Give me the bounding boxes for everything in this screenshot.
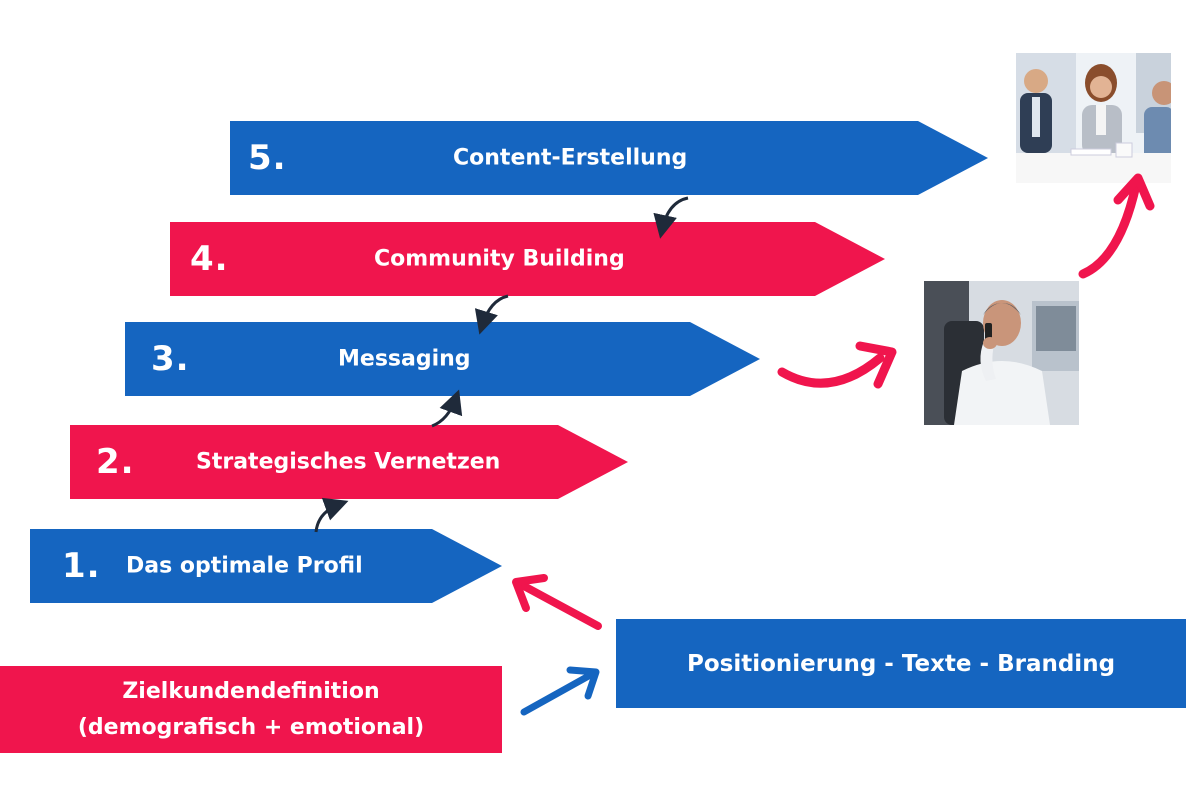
step-5-label: Content-Erstellung [453, 145, 688, 171]
step-5-number: 5. [248, 138, 287, 178]
step-2-number: 2. [96, 442, 135, 482]
positioning-label: Positionierung - Texte - Branding [686, 650, 1116, 677]
step-4-number: 4. [190, 239, 229, 279]
step-2-arrow: 2. Strategisches Vernetzen [70, 425, 628, 499]
step-3-label: Messaging [338, 346, 471, 372]
step-3-number: 3. [151, 339, 190, 379]
step-4-label: Community Building [374, 246, 625, 272]
step-1-number: 1. [62, 546, 101, 586]
target-customer-box: Zielkundendefinition (demografisch + emo… [0, 666, 502, 753]
step-1-label: Das optimale Profil [126, 553, 363, 579]
step-4-arrow: 4. Community Building [170, 222, 885, 296]
red-curve-arrow-up [1078, 173, 1155, 279]
curve-arrow-2-to-3 [431, 389, 463, 428]
target-customer-line2: (demografisch + emotional) [77, 714, 425, 740]
curve-arrow-1-to-2 [314, 497, 349, 533]
red-curve-arrow-messaging [777, 341, 897, 389]
positioning-box: Positionierung - Texte - Branding [616, 619, 1186, 708]
step-2-label: Strategisches Vernetzen [196, 449, 501, 475]
step-3-arrow: 3. Messaging [125, 322, 760, 396]
business-meeting-photo [1016, 53, 1171, 183]
step-5-arrow: 5. Content-Erstellung [230, 121, 988, 195]
red-arrow-to-profile [512, 574, 602, 630]
curve-arrow-4-to-3 [474, 294, 509, 335]
step-1-arrow: 1. Das optimale Profil [30, 529, 502, 603]
target-customer-line1: Zielkundendefinition [122, 678, 380, 704]
man-on-phone-photo [924, 281, 1079, 425]
blue-arrow-to-positioning [520, 666, 600, 716]
